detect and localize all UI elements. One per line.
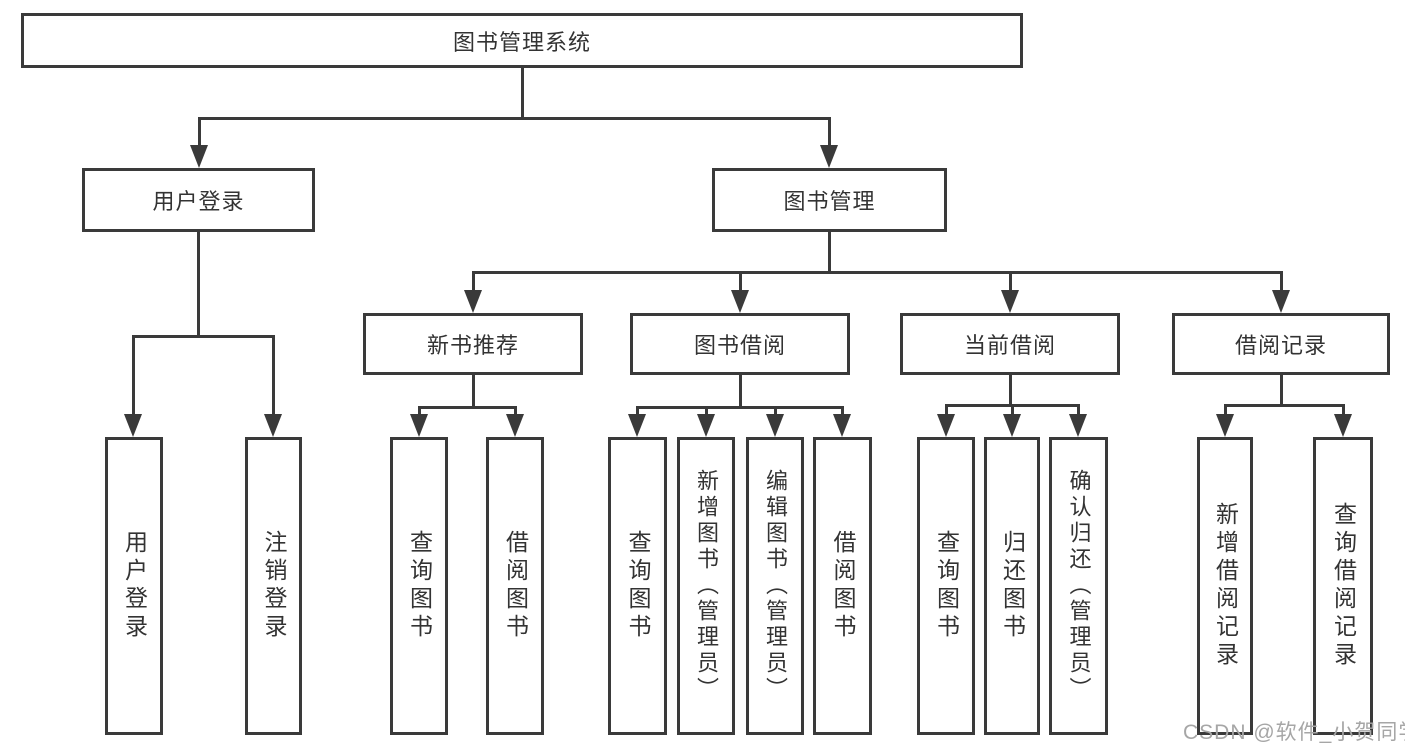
connector-line — [738, 271, 742, 292]
arrow-down-icon — [628, 414, 646, 437]
node-current-borrowing: 当前借阅 — [900, 313, 1120, 375]
leaf-borrow-books-recommend: 借阅图书 — [486, 437, 544, 735]
connector-line — [827, 232, 831, 274]
connector-line — [131, 335, 135, 418]
connector-line — [636, 405, 843, 409]
connector-line — [1279, 271, 1283, 292]
leaf-edit-books-admin: 编辑图书（管理员） — [746, 437, 804, 735]
connector-line — [944, 404, 948, 418]
arrow-down-icon — [697, 414, 715, 437]
arrow-down-icon — [1003, 414, 1021, 437]
connector-line — [472, 270, 1282, 274]
connector-line — [635, 406, 639, 418]
connector-line — [1223, 404, 1227, 418]
node-book-management: 图书管理 — [712, 168, 947, 232]
connector-line — [471, 271, 475, 292]
node-book-borrowing: 图书借阅 — [630, 313, 850, 375]
connector-line — [1008, 271, 1012, 292]
leaf-query-books-recommend: 查询图书 — [390, 437, 448, 735]
connector-line — [418, 405, 516, 409]
connector-line — [417, 406, 421, 418]
arrow-down-icon — [264, 414, 282, 437]
arrow-down-icon — [1272, 290, 1290, 313]
connector-line — [513, 406, 517, 418]
arrow-down-icon — [937, 414, 955, 437]
node-new-book-recommendation: 新书推荐 — [363, 313, 583, 375]
arrow-down-icon — [731, 290, 749, 313]
leaf-query-books-borrowing: 查询图书 — [608, 437, 667, 735]
leaf-return-books: 归还图书 — [984, 437, 1040, 735]
arrow-down-icon — [833, 414, 851, 437]
connector-line — [738, 375, 742, 409]
arrow-down-icon — [506, 414, 524, 437]
leaf-add-borrow-record: 新增借阅记录 — [1197, 437, 1253, 735]
leaf-query-books-current: 查询图书 — [917, 437, 975, 735]
connector-line — [1279, 373, 1283, 407]
arrow-down-icon — [1334, 414, 1352, 437]
arrow-down-icon — [124, 414, 142, 437]
leaf-add-books-admin: 新增图书（管理员） — [677, 437, 735, 735]
connector-line — [1341, 404, 1345, 418]
connector-line — [132, 334, 274, 338]
arrow-down-icon — [410, 414, 428, 437]
node-user-login: 用户登录 — [82, 168, 315, 232]
connector-line — [1010, 404, 1014, 418]
watermark: CSDN @软件_小贺同学 — [1183, 721, 1405, 744]
arrow-down-icon — [190, 145, 208, 168]
leaf-logout: 注销登录 — [245, 437, 302, 735]
arrow-down-icon — [1001, 290, 1019, 313]
connector-line — [199, 116, 830, 120]
connector-line — [1224, 403, 1344, 407]
connector-line — [840, 406, 844, 418]
connector-line — [945, 403, 1079, 407]
arrow-down-icon — [1216, 414, 1234, 437]
arrow-down-icon — [464, 290, 482, 313]
connector-line — [704, 406, 708, 418]
connector-line — [1008, 375, 1012, 407]
arrow-down-icon — [766, 414, 784, 437]
connector-line — [271, 335, 275, 418]
connector-line — [197, 117, 201, 150]
leaf-user-login: 用户登录 — [105, 437, 163, 735]
arrow-down-icon — [1069, 414, 1087, 437]
connector-line — [471, 375, 475, 409]
connector-line — [827, 117, 831, 150]
arrow-down-icon — [820, 145, 838, 168]
connector-line — [520, 68, 524, 118]
connector-line — [773, 406, 777, 418]
node-library-management-system: 图书管理系统 — [21, 13, 1023, 68]
leaf-confirm-return-admin: 确认归还（管理员） — [1049, 437, 1108, 735]
connector-line — [1076, 404, 1080, 418]
leaf-query-borrow-record: 查询借阅记录 — [1313, 437, 1373, 735]
connector-line — [196, 232, 200, 338]
leaf-borrow-books: 借阅图书 — [813, 437, 872, 735]
node-borrowing-records: 借阅记录 — [1172, 313, 1390, 375]
